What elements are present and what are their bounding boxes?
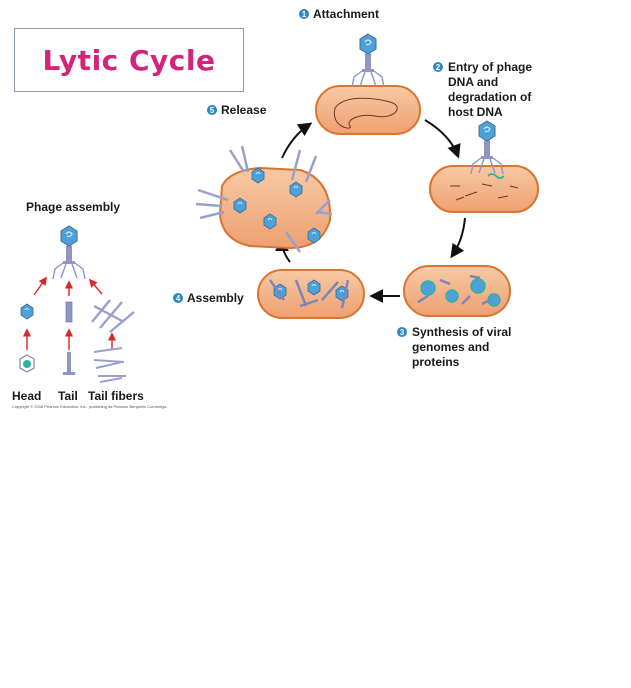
copyright-notice: Copyright © 2008 Pearson Education, Inc.… [12, 404, 167, 409]
cell-synthesis [403, 265, 511, 317]
synthesis-label-line: Synthesis of viral [412, 325, 511, 339]
entry-label-line: degradation of [448, 90, 532, 104]
step-badge [397, 327, 407, 337]
arrow-2-to-3 [450, 217, 466, 259]
step-4-label: 4 Assembly [173, 291, 244, 305]
step-badge [299, 9, 309, 19]
step-badge [207, 105, 217, 115]
head-component-icon [19, 354, 35, 373]
step-number: 5 [210, 106, 215, 115]
cell-release [195, 145, 333, 253]
attachment-label: Attachment [313, 7, 379, 21]
step-badge [433, 62, 443, 72]
entry-label-line: Entry of phage [448, 60, 532, 74]
arrow-5-to-1 [281, 122, 313, 159]
title-box: Lytic Cycle [14, 28, 244, 92]
step-1-label: 1 Attachment [299, 7, 379, 21]
tail-fibers-icon [91, 299, 135, 333]
tail-component-icon [63, 352, 75, 375]
tail-fiber-strands-icon [93, 347, 126, 383]
phage-assembly-panel: Phage assembly Head Tail Tail fibers Cop… [12, 200, 167, 409]
entry-label-line: host DNA [448, 105, 503, 119]
cell-attachment [315, 33, 421, 135]
step-number: 2 [436, 63, 441, 72]
head-label: Head [12, 389, 41, 403]
synthesis-label-line: proteins [412, 355, 460, 369]
phage-tail-icon [65, 301, 73, 323]
entry-label-line: DNA and [448, 75, 498, 89]
phage-icon [351, 33, 385, 88]
step-2-label: 2 Entry of phage DNA and degradation of … [433, 60, 532, 119]
step-number: 4 [176, 294, 181, 303]
arrow-1-to-2 [424, 119, 461, 159]
step-5-label: 5 Release [207, 103, 267, 117]
assembly-label: Assembly [187, 291, 244, 305]
cell-entry [429, 120, 539, 213]
phage-assembly-heading: Phage assembly [26, 200, 120, 214]
step-3-label: 3 Synthesis of viral genomes and protein… [397, 325, 511, 369]
phage-head-icon [20, 303, 34, 320]
tail-label: Tail [58, 389, 78, 403]
step-number: 3 [400, 328, 405, 337]
cell-assembly [257, 269, 365, 319]
assembled-phage-icon [52, 225, 86, 280]
step-number: 1 [302, 10, 307, 19]
synthesis-label-line: genomes and [412, 340, 489, 354]
tail-fibers-label: Tail fibers [88, 389, 144, 403]
release-label: Release [221, 103, 267, 117]
step-badge [173, 293, 183, 303]
page-title: Lytic Cycle [42, 43, 216, 77]
